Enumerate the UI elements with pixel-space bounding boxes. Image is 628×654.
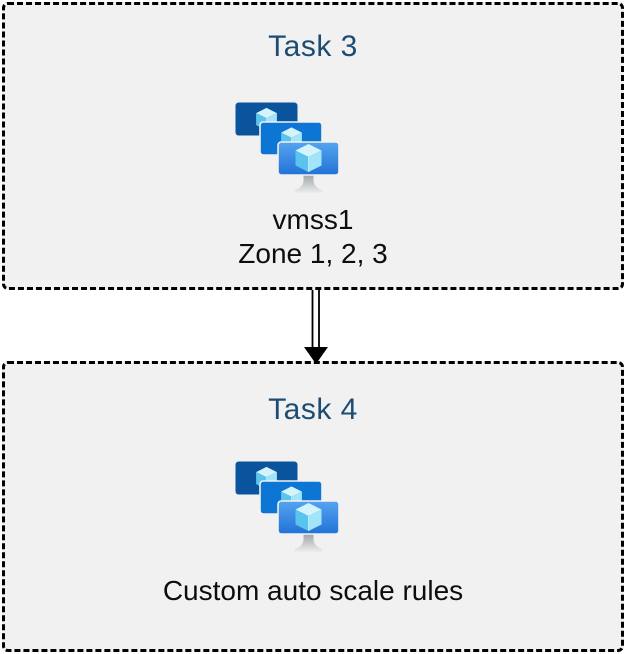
zones-label: Zone 1, 2, 3 — [238, 238, 388, 269]
vm-scale-sets-icon — [235, 102, 339, 196]
vm-scale-sets-icon — [235, 461, 339, 555]
vmss-name-label: vmss1 — [272, 204, 354, 235]
task3-title: Task 3 — [268, 30, 358, 63]
task3-box: Task 3 vmss1 Zone 1, 2, 3 — [2, 2, 624, 290]
down-arrow-icon — [304, 290, 328, 364]
task3-caption: vmss1 Zone 1, 2, 3 — [5, 203, 621, 271]
task4-box: Task 4 Custom auto scale rules — [2, 361, 624, 652]
autoscale-rules-label: Custom auto scale rules — [162, 575, 464, 606]
task4-caption: Custom auto scale rules — [5, 574, 621, 608]
task4-title: Task 4 — [268, 393, 358, 426]
